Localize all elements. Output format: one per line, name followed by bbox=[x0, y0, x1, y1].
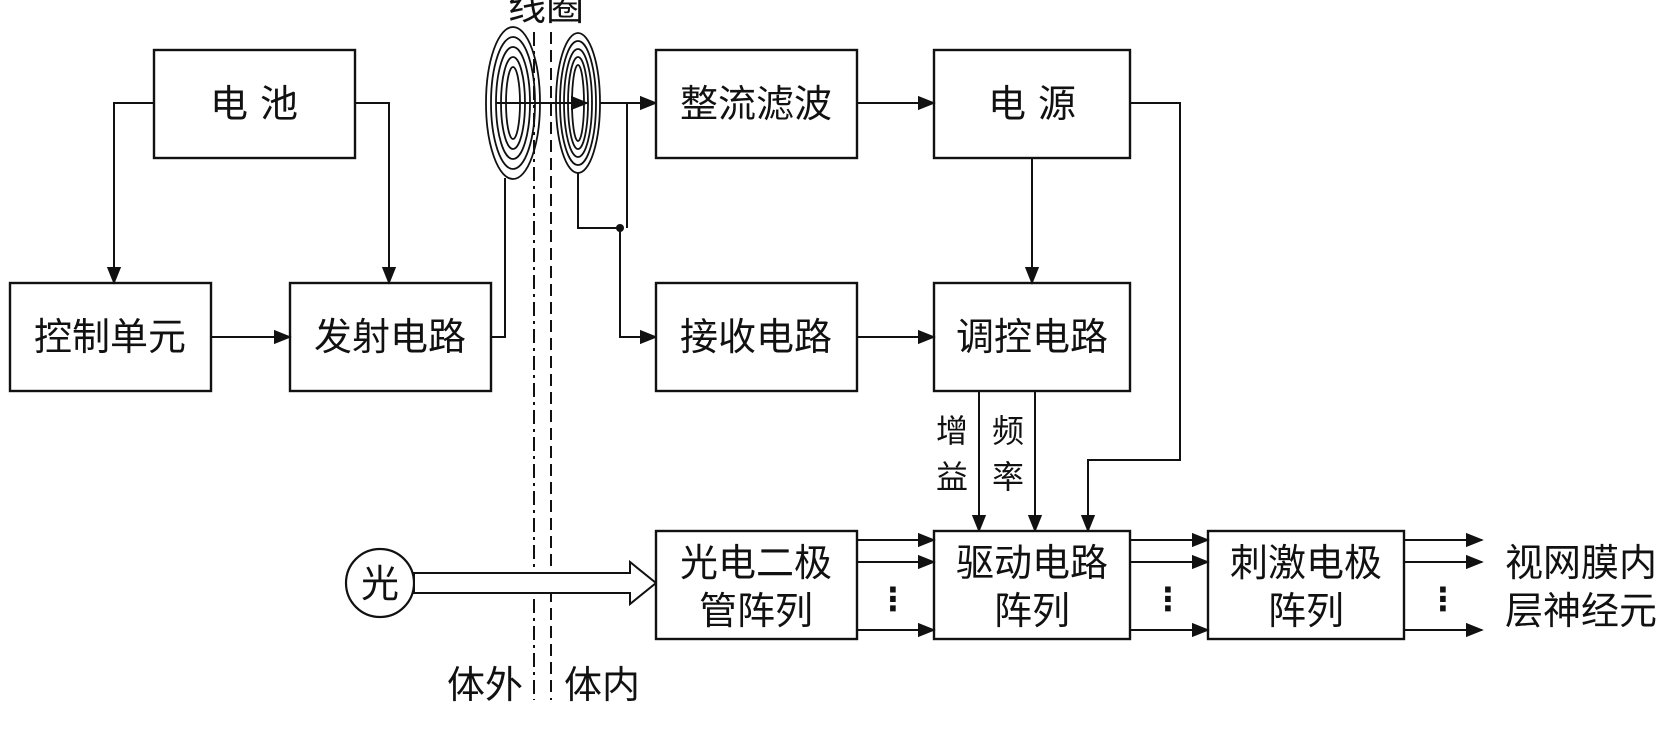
light-input-arrow bbox=[413, 559, 658, 607]
retina-label-2: 层神经元 bbox=[1505, 589, 1657, 633]
rectify-filter-block: 整流滤波 bbox=[654, 48, 859, 160]
coil-tap-wire bbox=[577, 173, 620, 229]
driver-label-1: 驱动电路 bbox=[956, 541, 1108, 585]
transmit-circuit-label: 发射电路 bbox=[314, 315, 466, 359]
power-supply-label: 电 源 bbox=[988, 82, 1076, 126]
driver-electrode-ellipsis: ⋮ bbox=[1152, 580, 1184, 618]
electrode-array-block: 刺激电极 阵列 bbox=[1206, 529, 1406, 641]
pd-driver-ellipsis: ⋮ bbox=[877, 580, 909, 618]
battery-to-transmit-arrow bbox=[355, 102, 397, 285]
power-to-driver-arrow bbox=[1080, 102, 1181, 533]
power-supply-block: 电 源 bbox=[932, 48, 1132, 160]
frequency-label-2: 率 bbox=[992, 458, 1024, 496]
battery-to-control-arrow bbox=[106, 102, 154, 285]
outside-body-label: 体外 bbox=[447, 663, 523, 707]
electrode-label-1: 刺激电极 bbox=[1230, 541, 1382, 585]
driver-label-2: 阵列 bbox=[994, 589, 1070, 633]
regulate-circuit-label: 调控电路 bbox=[956, 315, 1108, 359]
rectify-filter-label: 整流滤波 bbox=[680, 82, 832, 126]
photodiode-array-block: 光电二极 管阵列 bbox=[654, 529, 859, 641]
receive-circuit-block: 接收电路 bbox=[654, 281, 859, 393]
frequency-label-1: 频 bbox=[992, 412, 1024, 450]
transmit-to-coil-wire bbox=[491, 178, 506, 338]
photodiode-label-1: 光电二极 bbox=[680, 541, 832, 585]
regulate-circuit-block: 调控电路 bbox=[932, 281, 1132, 393]
photodiode-label-2: 管阵列 bbox=[699, 589, 813, 633]
gain-label-1: 增 bbox=[936, 412, 968, 450]
electrode-retina-ellipsis: ⋮ bbox=[1427, 580, 1459, 618]
control-unit-label: 控制单元 bbox=[34, 315, 186, 359]
coil-label: 线圈 bbox=[508, 0, 584, 29]
gain-label-2: 益 bbox=[936, 458, 968, 496]
light-label: 光 bbox=[361, 562, 399, 606]
control-unit-block: 控制单元 bbox=[8, 281, 213, 393]
driver-array-block: 驱动电路 阵列 bbox=[932, 529, 1132, 641]
light-source: 光 bbox=[344, 547, 416, 619]
battery-block: 电 池 bbox=[152, 48, 357, 160]
receive-circuit-label: 接收电路 bbox=[680, 315, 832, 359]
retina-label-1: 视网膜内 bbox=[1505, 541, 1657, 585]
inside-body-label: 体内 bbox=[564, 663, 640, 707]
battery-label: 电 池 bbox=[210, 82, 298, 126]
electrode-label-2: 阵列 bbox=[1268, 589, 1344, 633]
transmit-circuit-block: 发射电路 bbox=[288, 281, 493, 393]
coil-to-receive-arrow bbox=[619, 228, 658, 345]
